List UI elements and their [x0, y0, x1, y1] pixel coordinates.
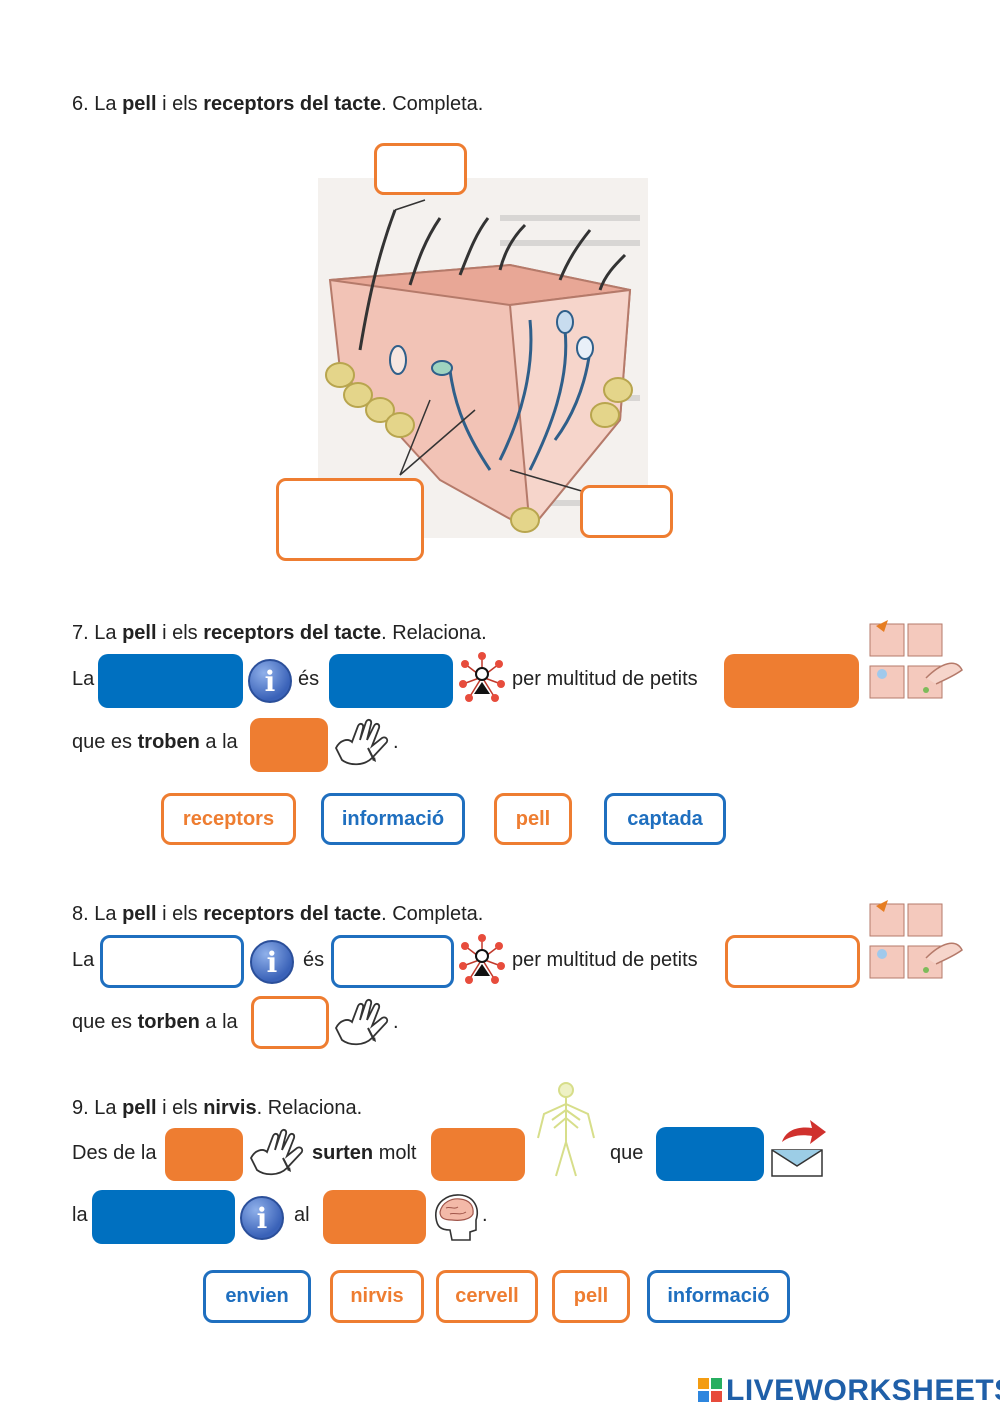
- hand-touch-icon: [334, 718, 389, 766]
- touch-receptors-icon: [869, 620, 963, 699]
- ex9-option-nirvis[interactable]: nirvis: [330, 1270, 424, 1323]
- ex7-heading: 7. La pell i els receptors del tacte. Re…: [72, 622, 487, 644]
- ex7-tail-text: per multitud de petits: [512, 668, 698, 690]
- ex7-es-text: és: [298, 668, 320, 690]
- ex9-line2-dot: .: [482, 1204, 488, 1226]
- info-icon: i: [240, 1196, 284, 1240]
- ex7-option-pell[interactable]: pell: [494, 793, 572, 845]
- ex9-line1-pre: Des de la: [72, 1142, 157, 1164]
- ex9-drop-slot-3[interactable]: [656, 1127, 764, 1181]
- info-icon: i: [250, 940, 294, 984]
- ex8-tail-text: per multitud de petits: [512, 949, 698, 971]
- ex6-nerve-label-box[interactable]: [580, 485, 673, 538]
- liveworksheets-logo-icon: [698, 1378, 722, 1402]
- ex8-heading: 8. La pell i els receptors del tacte. Co…: [72, 903, 484, 925]
- send-mail-icon: [771, 1120, 826, 1177]
- ex9-option-pell[interactable]: pell: [552, 1270, 630, 1323]
- ex9-line1-mid: surten molt: [312, 1142, 417, 1164]
- brain-head-icon: [435, 1194, 478, 1241]
- ex7-line2-text: que es troben a la: [72, 731, 238, 753]
- ex9-drop-slot-5[interactable]: [323, 1190, 426, 1244]
- ex9-option-informacio[interactable]: informació: [647, 1270, 790, 1323]
- ex6-hair-label-box[interactable]: [374, 143, 467, 195]
- ex8-es-text: és: [303, 949, 325, 971]
- ex8-input-2[interactable]: [331, 935, 454, 988]
- ex7-line2-dot: .: [393, 731, 399, 753]
- ex7-drop-slot-4[interactable]: [250, 718, 328, 772]
- ex6-heading: 6. La pell i els receptors del tacte. Co…: [72, 93, 484, 115]
- ex7-option-receptors[interactable]: receptors: [161, 793, 296, 845]
- ex7-drop-slot-2[interactable]: [329, 654, 453, 708]
- info-icon: i: [248, 659, 292, 703]
- ex8-input-3[interactable]: [725, 935, 860, 988]
- liveworksheets-logo: LIVEWORKSHEETS: [726, 1374, 1000, 1407]
- ex7-drop-slot-3[interactable]: [724, 654, 859, 708]
- ex7-option-captada[interactable]: captada: [604, 793, 726, 845]
- network-person-icon: [459, 934, 505, 984]
- ex7-la-text: La: [72, 668, 95, 690]
- ex8-line2-dot: .: [393, 1011, 399, 1033]
- ex9-heading: 9. La pell i els nirvis. Relaciona.: [72, 1097, 363, 1119]
- ex8-input-4[interactable]: [251, 996, 329, 1049]
- ex9-que-text: que: [610, 1142, 644, 1164]
- ex8-line2-text: que es torben a la: [72, 1011, 238, 1033]
- ex7-option-informacio[interactable]: informació: [321, 793, 465, 845]
- hand-touch-icon: [249, 1128, 304, 1176]
- ex9-la-text: la: [72, 1204, 88, 1226]
- ex7-drop-slot-1[interactable]: [98, 654, 243, 708]
- ex6-receptors-label-box[interactable]: [276, 478, 424, 561]
- ex9-drop-slot-1[interactable]: [165, 1128, 243, 1181]
- ex9-option-envien[interactable]: envien: [203, 1270, 311, 1323]
- ex9-option-cervell[interactable]: cervell: [436, 1270, 538, 1323]
- hand-touch-icon: [334, 998, 389, 1046]
- nervous-system-icon: [537, 1082, 595, 1177]
- touch-receptors-icon: [869, 900, 963, 979]
- ex9-al-text: al: [294, 1204, 310, 1226]
- skin-diagram: [318, 178, 648, 538]
- ex9-drop-slot-2[interactable]: [431, 1128, 525, 1181]
- ex9-drop-slot-4[interactable]: [92, 1190, 235, 1244]
- ex8-input-1[interactable]: [100, 935, 244, 988]
- network-person-icon: [459, 652, 505, 702]
- ex8-la-text: La: [72, 949, 95, 971]
